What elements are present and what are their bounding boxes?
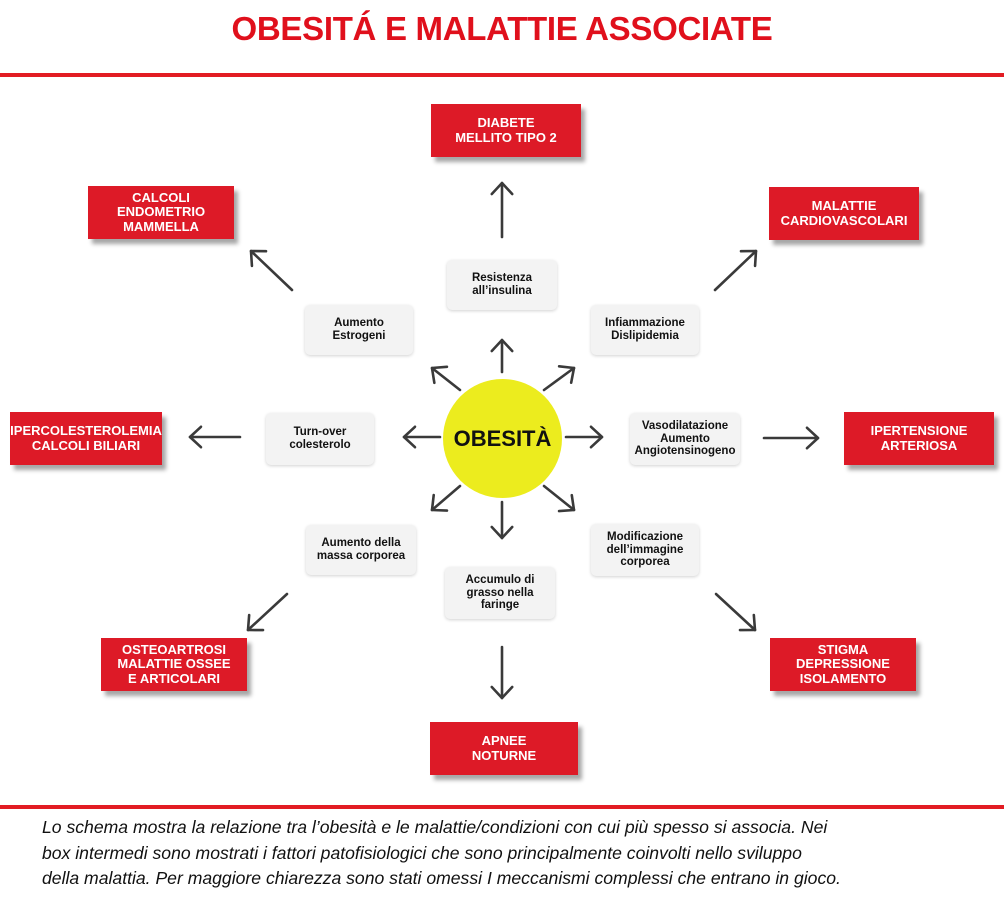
caption-line: box intermedi sono mostrati i fattori pa…	[42, 842, 802, 863]
top-divider	[0, 73, 1004, 77]
line: CALCOLI	[132, 189, 190, 205]
line: Accumulo di	[465, 573, 535, 586]
arrow-14	[188, 425, 242, 449]
line: Aumento	[334, 317, 384, 330]
arrow-10	[762, 426, 820, 450]
arrow-11	[714, 592, 757, 632]
line: Dislipidemia	[611, 330, 679, 342]
line: MALATTIE OSSEE	[117, 656, 231, 672]
line: all’insulina	[472, 285, 532, 297]
arrow-15	[249, 249, 294, 292]
disease-cardiovascolari: MALATTIE CARDIOVASCOLARI	[769, 187, 919, 240]
bottom-divider	[0, 805, 1004, 809]
line: grasso nella	[466, 586, 534, 599]
line: ARTERIOSA	[880, 437, 958, 453]
line: DEPRESSIONE	[796, 656, 890, 672]
line: Modificazione	[606, 530, 684, 543]
line: E ARTICOLARI	[128, 670, 220, 686]
line: IPERTENSIONE	[870, 422, 968, 438]
factor-infiammazione: Infiammazione Dislipidemia	[591, 305, 699, 355]
line: Aumento della	[321, 537, 401, 550]
arrow-5	[430, 484, 462, 512]
disease-diabete: DIABETE MELLITO TIPO 2	[431, 104, 581, 157]
line: NOTURNE	[471, 747, 537, 763]
line: STIGMA	[817, 641, 869, 657]
line: IPERCOLESTEROLEMIA	[10, 422, 162, 438]
line: Estrogeni	[332, 330, 386, 342]
center-label: OBESITÀ	[453, 425, 552, 451]
arrow-2	[542, 364, 576, 392]
disease-ipertensione: IPERTENSIONE ARTERIOSA	[844, 412, 994, 465]
disease-stigma: STIGMA DEPRESSIONE ISOLAMENTO	[770, 638, 916, 691]
line: Vasodilatazione	[641, 419, 729, 432]
line: Turn-over	[293, 426, 347, 439]
factor-estrogeni: Aumento Estrogeni	[305, 305, 413, 355]
line: MALATTIE	[811, 197, 877, 213]
line: Infiammazione	[605, 317, 685, 330]
caption-line: della malattia. Per maggiore chiarezza s…	[42, 868, 841, 888]
center-obesita: OBESITÀ	[443, 379, 562, 498]
disease-apnee: APNEE NOTURNE	[430, 722, 578, 775]
line: Aumento	[660, 432, 710, 445]
line: massa corporea	[316, 550, 406, 562]
line: MELLITO TIPO 2	[455, 129, 557, 145]
line: colesterolo	[289, 439, 351, 451]
line: CARDIOVASCOLARI	[780, 212, 908, 228]
arrow-12	[490, 645, 514, 700]
arrow-6	[542, 484, 576, 513]
diagram-title: OBESITÁ E MALATTIE ASSOCIATE	[231, 10, 773, 47]
arrow-13	[246, 592, 289, 632]
factor-massa: Aumento della massa corporea	[306, 525, 416, 575]
line: CALCOLI BILIARI	[31, 437, 141, 453]
factor-vasodilatazione: Vasodilatazione Aumento Angiotensinogeno	[630, 413, 740, 465]
disease-calcoli: CALCOLI ENDOMETRIO MAMMELLA	[88, 186, 234, 239]
line: Resistenza	[471, 272, 533, 285]
caption: Lo schema mostra la relazione tra l’obes…	[42, 815, 982, 892]
disease-ipercolesterolemia: IPERCOLESTEROLEMIA CALCOLI BILIARI	[10, 412, 162, 465]
factor-insulina: Resistenza all’insulina	[447, 260, 557, 310]
line: MAMMELLA	[123, 218, 199, 234]
arrow-9	[713, 249, 758, 292]
arrow-4	[564, 425, 604, 449]
factor-colesterolo: Turn-over colesterolo	[266, 413, 374, 465]
factor-faringe: Accumulo di grasso nella faringe	[445, 567, 555, 619]
line: DIABETE	[477, 114, 535, 130]
line: APNEE	[481, 732, 527, 748]
line: Angiotensinogeno	[634, 445, 736, 458]
line: corporea	[620, 556, 670, 569]
disease-osteoartrosi: OSTEOARTROSI MALATTIE OSSEE E ARTICOLARI	[101, 638, 247, 691]
line: ISOLAMENTO	[799, 670, 887, 686]
line: OSTEOARTROSI	[121, 641, 226, 657]
arrow-8	[490, 181, 514, 239]
caption-line: Lo schema mostra la relazione tra l’obes…	[42, 817, 828, 837]
arrow-0	[490, 338, 514, 374]
line: ENDOMETRIO	[116, 204, 206, 220]
arrow-1	[430, 365, 462, 392]
line: dell’immagine	[606, 543, 684, 556]
line: faringe	[480, 599, 520, 612]
arrow-7	[490, 500, 514, 540]
arrow-3	[402, 425, 442, 449]
factor-immagine: Modificazione dell’immagine corporea	[591, 524, 699, 576]
